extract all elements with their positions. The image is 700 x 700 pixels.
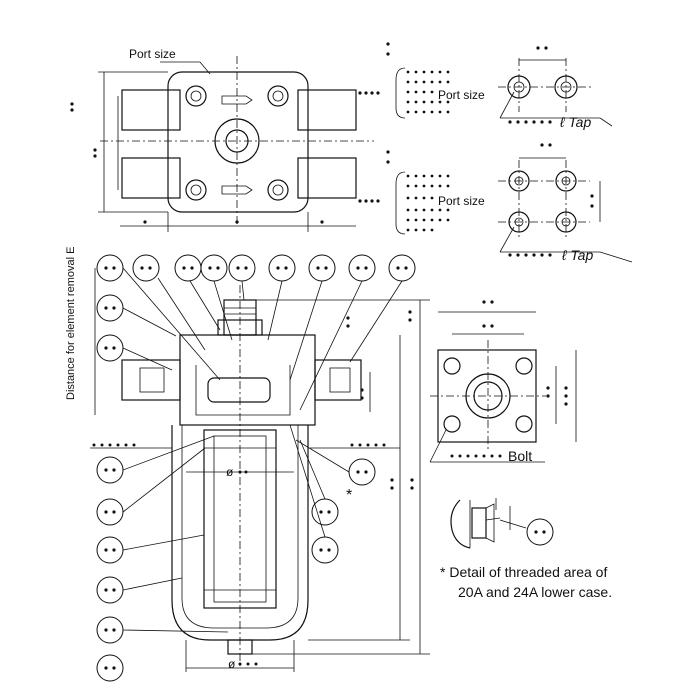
tap2-dims	[508, 253, 552, 257]
dot-rows-2	[358, 174, 450, 232]
tap-label-2: ℓ Tap	[561, 247, 593, 263]
note-line-1: * Detail of threaded area of	[440, 564, 607, 580]
port-size-label-tap1: Port size	[438, 88, 485, 102]
bolt-dims	[450, 454, 502, 458]
diameter-label-mid: ø	[226, 465, 234, 479]
top-view: Port size	[70, 47, 374, 232]
tap-label-1: ℓ Tap	[559, 114, 591, 130]
dim-placeholders-top	[70, 102, 324, 224]
row-dots-right	[350, 443, 386, 447]
thread-detail: * Detail of threaded area of 20A and 24A…	[440, 498, 612, 600]
row-dots-left	[92, 443, 136, 447]
distance-removal-label: Distance for element removal E	[65, 247, 77, 400]
callouts	[96, 254, 416, 682]
port-size-label-tap2: Port size	[438, 194, 485, 208]
tap-detail-2: Port size ℓ Tap	[358, 143, 633, 263]
note-line-2: 20A and 24A lower case.	[458, 584, 612, 600]
bolt-label: Bolt	[508, 448, 532, 464]
diameter-label-bottom: ø	[228, 657, 236, 671]
asterisk-mark: *	[346, 487, 352, 504]
port-size-label-top: Port size	[129, 47, 176, 61]
tap-detail-1: Port size ℓ Tap	[358, 42, 613, 130]
section-view: ø ø * Distance for element removal E	[65, 247, 430, 672]
flange-view: Bolt	[429, 300, 577, 464]
tap1-dims	[508, 120, 552, 124]
dot-rows-1	[358, 70, 450, 114]
